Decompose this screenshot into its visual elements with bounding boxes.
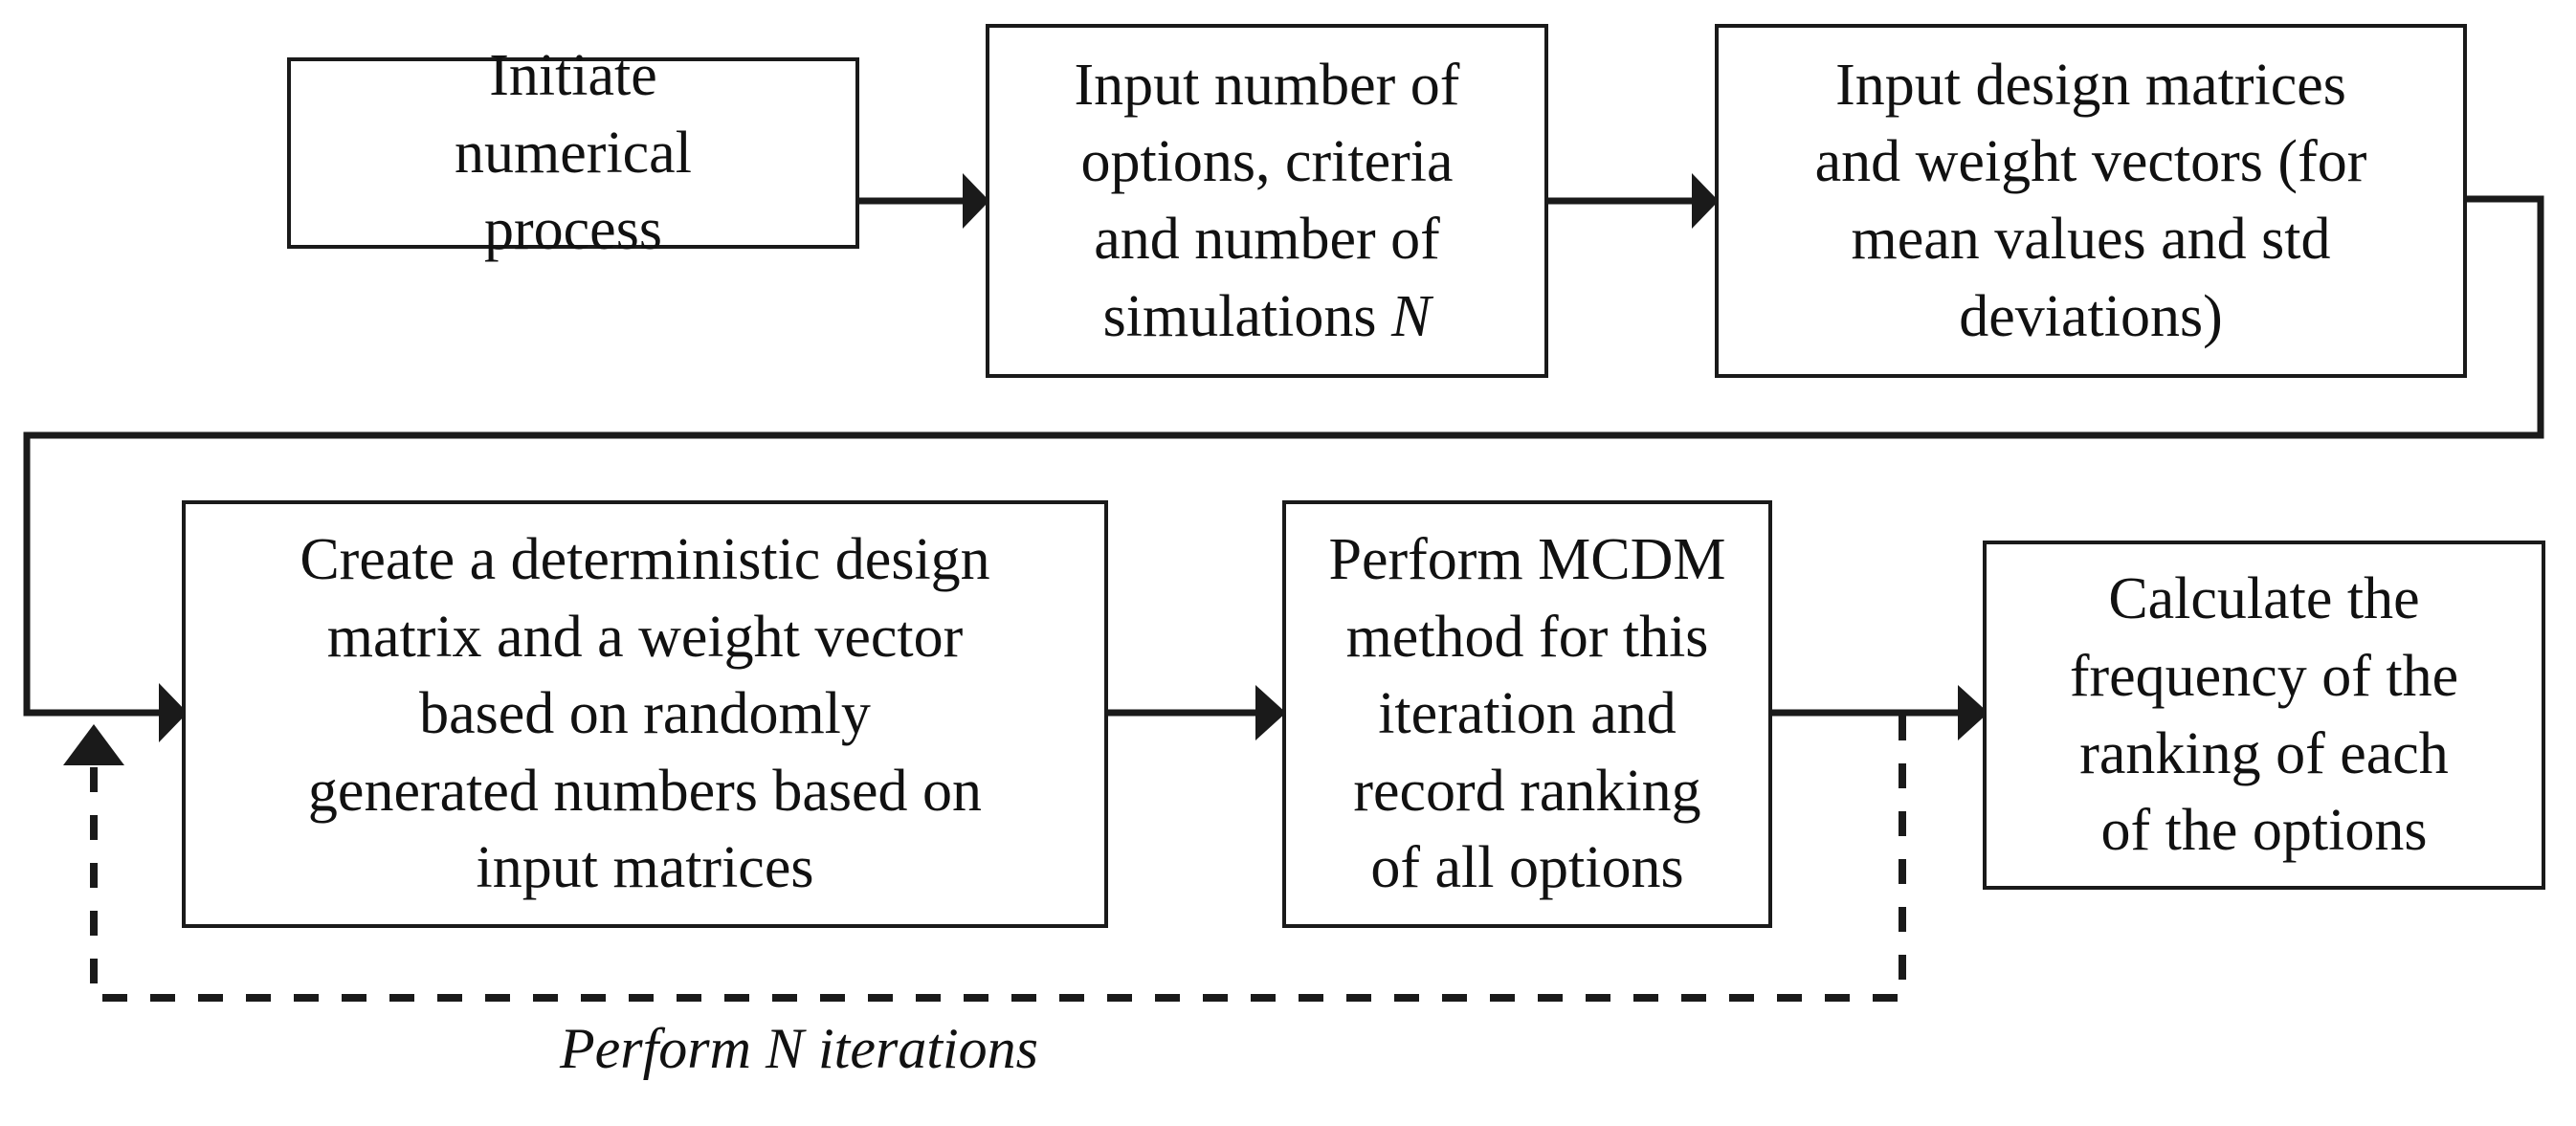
edge-initiate-to-input-counts [859,173,989,229]
process-box-calculate-ranking-frequency[interactable]: Calculate the frequency of the ranking o… [1983,541,2545,890]
process-box-input-design-matrices[interactable]: Input design matrices and weight vectors… [1715,24,2467,378]
loop-caption-symbol-n: N [765,1017,805,1080]
process-box-perform-mcdm-method[interactable]: Perform MCDM method for this iteration a… [1282,500,1772,928]
process-box-calc-freq-label: Calculate the frequency of the ranking o… [2069,566,2459,864]
process-box-input-number-of-options[interactable]: Input number of options, criteria and nu… [986,24,1548,378]
process-box-perform-mcdm-label: Perform MCDM method for this iteration a… [1328,527,1726,901]
process-box-initiate-numerical-process[interactable]: Initiate numerical process [287,43,859,262]
loop-caption-prefix: Perform [560,1017,766,1080]
edge-create-matrix-to-perform-mcdm [1108,685,1286,740]
edge-input-counts-to-input-design [1548,173,1719,229]
loop-caption-suffix: iterations [804,1017,1039,1080]
loop-caption-perform-n-iterations: Perform N iterations [560,1016,1038,1082]
process-box-initiate-label: Initiate numerical process [455,43,692,263]
process-box-create-deterministic-design-matrix[interactable]: Create a deterministic design matrix and… [182,500,1108,928]
process-box-input-counts-label: Input number of options, criteria and nu… [1074,52,1460,349]
edge-perform-mcdm-to-calc-freq [1772,685,1988,740]
italic-symbol-n: N [1391,283,1432,349]
process-box-input-design-label: Input design matrices and weight vectors… [1814,52,2367,349]
process-box-create-matrix-label: Create a deterministic design matrix and… [300,527,990,901]
